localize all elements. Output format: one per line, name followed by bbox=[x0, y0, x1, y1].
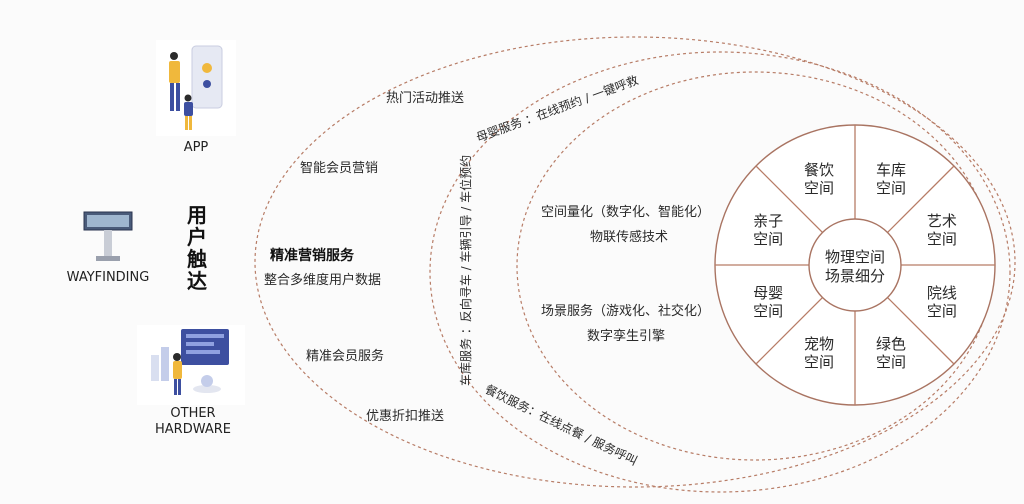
device-label-hardware: OTHER HARDWARE bbox=[155, 406, 231, 437]
inner-label-quantify: 空间量化（数字化、智能化） bbox=[541, 205, 710, 220]
app-phone-people-icon bbox=[169, 45, 223, 130]
wheel-center-line-2: 场景细分 bbox=[825, 267, 885, 285]
wheel-segment-label: 空间 bbox=[753, 230, 783, 248]
hardware-screen-icon bbox=[151, 329, 229, 395]
inner-label-iot: 物联传感技术 bbox=[590, 229, 668, 245]
user-touch-title: 用 户 触 达 bbox=[184, 204, 210, 292]
wheel-segment-label: 亲子 bbox=[753, 212, 783, 230]
hardware-illustration bbox=[137, 325, 245, 405]
outer-label-precise-marketing: 精准营销服务 bbox=[270, 247, 355, 264]
touch-title-char: 达 bbox=[187, 269, 207, 293]
touch-title-char: 触 bbox=[187, 247, 207, 271]
wheel-spoke bbox=[887, 297, 955, 365]
wheel-segment-label: 餐饮 bbox=[804, 161, 834, 179]
middle-ring bbox=[429, 51, 1011, 493]
outer-label-member-service: 精准会员服务 bbox=[306, 348, 384, 364]
wheel-center-circle bbox=[808, 218, 902, 312]
touch-title-char: 用 bbox=[187, 203, 207, 227]
outer-label-integrate-data: 整合多维度用户数据 bbox=[264, 272, 381, 288]
wheel-center-line-1: 物理空间 bbox=[825, 248, 885, 266]
outer-ring bbox=[254, 36, 1016, 488]
wheel-spoke bbox=[887, 165, 955, 233]
outer-label-hot-events: 热门活动推送 bbox=[386, 91, 464, 106]
wheel-segment-label: 空间 bbox=[804, 179, 834, 197]
kiosk-icon bbox=[83, 211, 133, 261]
wheel-segment-label: 空间 bbox=[753, 302, 783, 320]
wheel-segment-label: 宠物 bbox=[804, 335, 834, 353]
middle-label-dining: 餐饮服务：在线点餐 / 服务呼叫 bbox=[483, 381, 640, 468]
wheel-segment-label: 空间 bbox=[876, 353, 906, 371]
wheel-segment-label: 空间 bbox=[927, 230, 957, 248]
wayfinding-illustration bbox=[80, 208, 136, 264]
wheel-segment-label: 母婴 bbox=[753, 284, 783, 302]
outer-label-discount: 优惠折扣推送 bbox=[366, 409, 444, 424]
device-label-app: APP bbox=[183, 140, 209, 155]
touch-title-char: 户 bbox=[187, 225, 207, 249]
wheel-segment-label: 艺术 bbox=[927, 212, 957, 230]
app-illustration bbox=[156, 40, 236, 136]
wheel-segment-label: 空间 bbox=[876, 179, 906, 197]
wheel-spoke bbox=[755, 165, 823, 233]
middle-label-maternal: 母婴服务 ：在线预约 / 一键呼救 bbox=[474, 72, 640, 145]
device-label-wayfinding: WAYFINDING bbox=[66, 270, 150, 285]
middle-label-garage: 车库服务 ：反向寻车 / 车辆引导 / 车位预约 bbox=[458, 155, 473, 386]
inner-label-scene-service: 场景服务（游戏化、社交化） bbox=[541, 303, 710, 319]
wheel-segment-label: 空间 bbox=[804, 353, 834, 371]
inner-label-twin: 数字孪生引擎 bbox=[587, 328, 665, 344]
wheel-segment-label: 绿色 bbox=[876, 335, 906, 353]
wheel-segment-label: 空间 bbox=[927, 302, 957, 320]
wheel-segment-label: 车库 bbox=[876, 161, 906, 179]
wheel-spoke bbox=[755, 297, 823, 365]
wheel-segment-label: 院线 bbox=[927, 284, 957, 302]
outer-label-smart-member: 智能会员营销 bbox=[300, 161, 378, 176]
